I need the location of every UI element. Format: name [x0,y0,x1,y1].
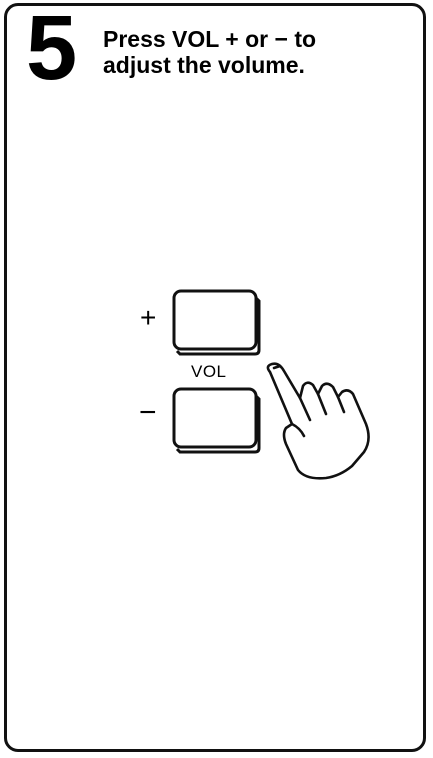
pointing-hand-icon [268,364,369,479]
vol-label: VOL [191,362,227,382]
vol-minus-label: − [139,398,157,428]
vol-plus-button[interactable] [174,291,259,354]
vol-plus-label: + [140,304,156,332]
vol-minus-button[interactable] [174,389,259,452]
